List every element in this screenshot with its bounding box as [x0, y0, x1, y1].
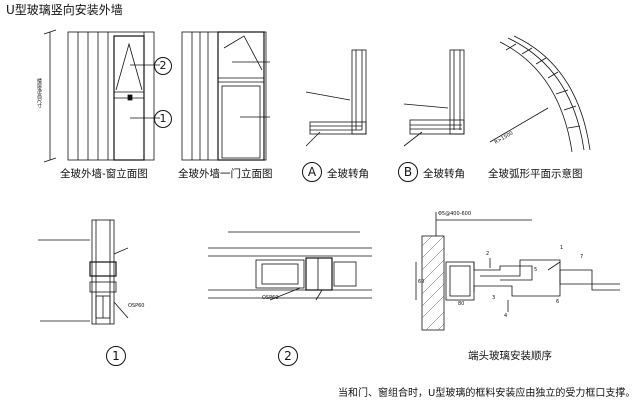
osp-label-1: OSP60 — [128, 303, 145, 309]
step-label: 6 — [556, 299, 560, 305]
step-label: 3 — [492, 295, 496, 301]
callout-2: 2 — [154, 57, 172, 75]
vertical-dimension-label: 楼层净高尺寸 — [36, 78, 42, 108]
corner-detail-a — [305, 49, 367, 147]
dim-60: 60 — [418, 279, 425, 285]
section-2 — [208, 231, 372, 301]
osp-label-2: OSP60 — [262, 295, 279, 301]
arc-caption: 全玻弧形平面示意图 — [488, 168, 583, 180]
sheet-title: U型玻璃竖向安装外墙 — [6, 3, 123, 17]
window-elevation-caption: 全玻外墙-窗立面图 — [60, 168, 148, 180]
spacing-label: Φ5@400-600 — [438, 211, 472, 217]
section-1-marker: 1 — [106, 346, 126, 366]
section-2-marker: 2 — [278, 346, 298, 366]
detail-a-marker: A — [302, 162, 322, 182]
step-label: 4 — [504, 313, 508, 319]
detail-b-marker: B — [398, 162, 418, 182]
arc-plan — [489, 35, 591, 153]
corner-b-caption: 全玻转角 — [423, 168, 465, 180]
install-sequence-detail — [415, 212, 620, 331]
door-elevation-caption: 全玻外墙一门立面图 — [178, 168, 273, 180]
callout-1: 1 — [154, 110, 172, 128]
step-label: 5 — [534, 267, 538, 273]
corner-detail-b — [403, 49, 465, 147]
step-label: 1 — [560, 245, 564, 251]
step-label: 7 — [580, 254, 584, 260]
install-sequence-caption: 端头玻璃安装顺序 — [468, 350, 552, 362]
section-1 — [38, 219, 129, 325]
footer-note: 当和门、窗组合时，U型玻璃的框料安装应由独立的受力框口支撑。 — [338, 388, 636, 399]
corner-a-caption: 全玻转角 — [327, 168, 369, 180]
window-elevation — [43, 29, 160, 163]
dim-80: 80 — [458, 301, 465, 307]
step-label: 2 — [486, 251, 490, 257]
door-elevation — [181, 31, 270, 161]
